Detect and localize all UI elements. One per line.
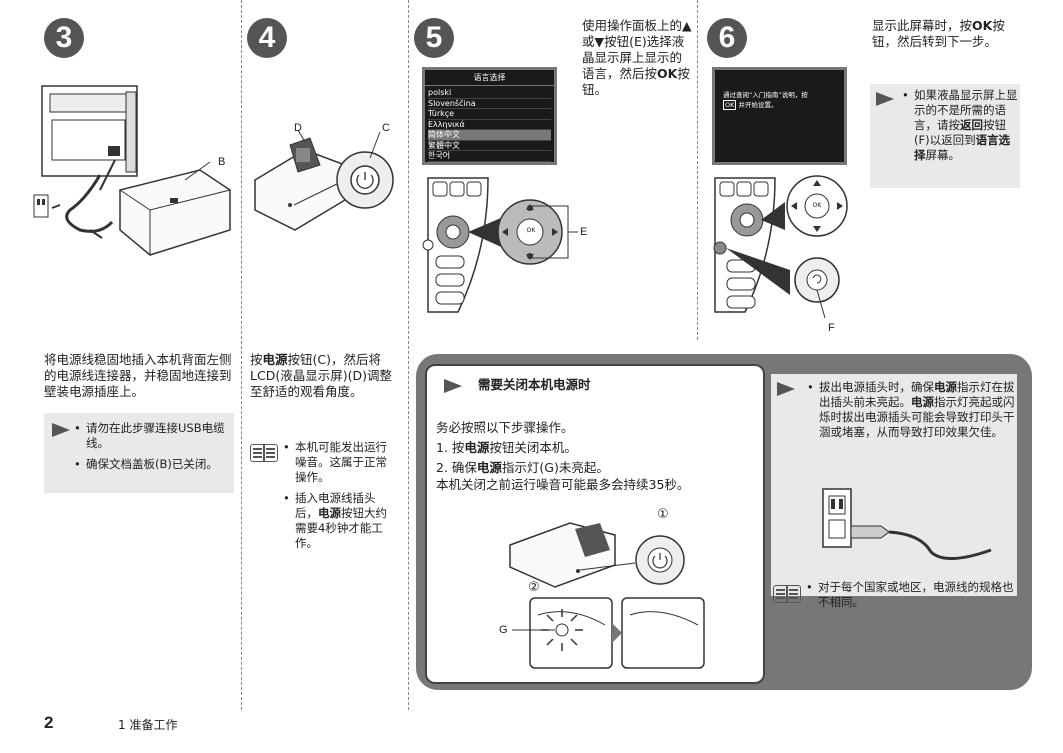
step-5-text: 使用操作面板上的▲或▼按钮(E)选择液晶显示屏上显示的语言，然后按OK按钮。 [582, 18, 692, 97]
step-4-note-2: 插入电源线插头后，电源按钮大约需要4秒钟才能工作。 [283, 491, 393, 551]
step-3-number: 3 [44, 18, 84, 58]
power-off-noise-note: 本机关闭之前运行噪音可能最多会持续35秒。 [436, 477, 690, 492]
memo-icon [250, 444, 278, 462]
callout-e: E [580, 226, 588, 238]
section-label: 1 准备工作 [118, 718, 178, 732]
marker-1: ① [657, 507, 669, 522]
step-3-note-1: 请勿在此步骤连接USB电缆线。 [74, 421, 230, 451]
column-divider-1 [241, 0, 242, 710]
language-option[interactable]: Ελληνικά [428, 120, 551, 130]
flag-icon [52, 423, 70, 437]
step-5-number: 5 [414, 18, 454, 58]
step-4-text: 按电源按钮(C)，然后将LCD(液晶显示屏)(D)调整至舒适的观看角度。 [250, 352, 392, 399]
step-6-control-panel [713, 175, 848, 319]
step-6-note: 如果液晶显示屏上显示的不是所需的语言，请按返回按钮(F)以返回到语言选择屏幕。 [902, 88, 1020, 163]
flag-icon [777, 382, 795, 396]
lcd-message-line-1: 通过查阅“入门指南”说明，按 [723, 91, 808, 99]
power-off-illustration [509, 522, 705, 669]
step-4-note-1: 本机可能发出运行噪音。这属于正常操作。 [283, 440, 393, 485]
step-6-lcd: 通过查阅“入门指南”说明，按 OK 并开始设置。 [712, 67, 847, 165]
language-option[interactable]: Slovenščina [428, 99, 551, 109]
power-off-side-note: 拔出电源插头时，确保电源指示灯在拔出插头前未亮起。电源指示灯亮起或闪烁时拔出电源… [771, 374, 1017, 596]
marker-2: ② [528, 580, 540, 595]
power-off-intro: 务必按照以下步骤操作。 [436, 420, 574, 435]
ok-button[interactable]: OK [526, 227, 536, 234]
callout-d: D [294, 122, 302, 134]
page-number: 2 [44, 713, 54, 732]
step-6-text: 显示此屏幕时，按OK按钮，然后转到下一步。 [872, 18, 1005, 49]
step-4-illustration [254, 129, 394, 231]
power-off-step-2: 2. 确保电源指示灯(G)未亮起。 [436, 460, 609, 475]
step-6-note-box: 如果液晶显示屏上显示的不是所需的语言，请按返回按钮(F)以返回到语言选择屏幕。 [870, 84, 1020, 188]
step-3-text: 将电源线稳固地插入本机背面左侧的电源线连接器，并稳固地连接到壁装电源插座上。 [44, 352, 232, 399]
column-divider-2 [408, 0, 409, 710]
power-off-heading: 需要关闭本机电源时 [478, 377, 591, 392]
lcd-message-line-2: OK 并开始设置。 [723, 100, 778, 110]
language-option[interactable]: 简体中文 [428, 130, 551, 141]
step-4-number: 4 [247, 18, 287, 58]
power-off-side-note-text: 拔出电源插头时，确保电源指示灯在拔出插头前未亮起。电源指示灯亮起或闪烁时拔出电源… [807, 380, 1019, 440]
lcd-title: 语言选择 [425, 70, 554, 86]
flag-icon [876, 92, 894, 106]
step-3-note-2: 确保文档盖板(B)已关闭。 [74, 457, 230, 472]
step-3-note-box: 请勿在此步骤连接USB电缆线。 确保文档盖板(B)已关闭。 [44, 413, 234, 493]
flag-icon [444, 379, 462, 393]
step-6-number: 6 [707, 18, 747, 58]
callout-c: C [382, 122, 390, 134]
memo-icon [773, 585, 801, 603]
column-divider-3 [697, 0, 698, 340]
language-option[interactable]: 한국어 [428, 151, 551, 162]
step-5-control-panel [422, 177, 578, 313]
language-option[interactable]: polski [428, 88, 551, 99]
callout-g: G [499, 624, 508, 636]
power-off-step-1: 1. 按电源按钮关闭本机。 [436, 440, 577, 455]
callout-b: B [218, 156, 226, 168]
language-option[interactable]: 繁體中文 [428, 141, 551, 151]
language-option[interactable]: Türkçe [428, 109, 551, 120]
step-3-illustration [33, 85, 231, 256]
callout-f: F [828, 322, 835, 334]
power-outlet-illustration [822, 488, 992, 561]
power-off-memo: 对于每个国家或地区，电源线的规格也不相同。 [806, 580, 1023, 610]
ok-button[interactable]: OK [812, 202, 822, 209]
